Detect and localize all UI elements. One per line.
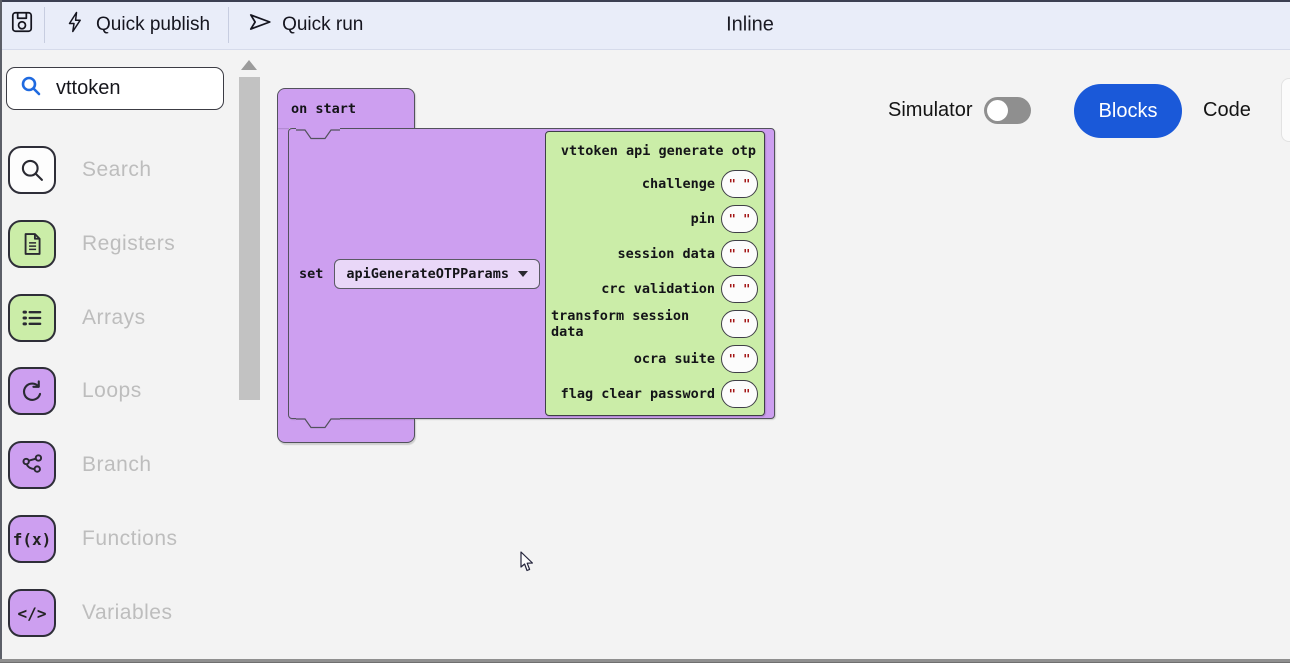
toolbox-search-box[interactable]: [6, 67, 224, 110]
rotate-icon: [8, 367, 56, 415]
blocks-tab-label: Blocks: [1098, 99, 1158, 122]
toolbar-divider: [44, 6, 45, 43]
sidebar-item-label: Arrays: [82, 306, 146, 329]
param-value-input[interactable]: " ": [721, 344, 758, 373]
param-label: crc validation: [601, 280, 715, 297]
param-value-input[interactable]: " ": [721, 204, 758, 233]
sidebar-item-search[interactable]: Search: [8, 146, 152, 194]
param-row: challenge " ": [551, 166, 759, 201]
on-start-block-spine[interactable]: [277, 128, 289, 418]
on-start-label: on start: [291, 100, 357, 117]
sidebar-item-label: Registers: [82, 232, 176, 255]
block-notch-bottom: [296, 417, 340, 429]
mouse-cursor: [520, 551, 536, 578]
param-label: session data: [617, 245, 715, 262]
page-title: Inline: [726, 13, 774, 35]
quick-run-label: Quick run: [282, 13, 364, 35]
edge-panel-handle[interactable]: [1281, 78, 1290, 142]
window-border-top: [0, 0, 1290, 2]
param-label: pin: [690, 210, 715, 227]
sidebar-item-label: Loops: [82, 379, 142, 402]
window-border-left: [0, 0, 2, 663]
list-icon: [8, 294, 56, 342]
search-category-icon: [8, 146, 56, 194]
param-row: pin " ": [551, 201, 759, 236]
lightning-icon: [63, 9, 87, 40]
sidebar-item-label: Variables: [82, 601, 173, 624]
param-value-input[interactable]: " ": [721, 309, 758, 338]
param-value-input[interactable]: " ": [721, 239, 758, 268]
param-row: transform session data " ": [551, 306, 759, 341]
api-block-title: vttoken api generate otp: [560, 143, 756, 159]
search-icon: [19, 74, 43, 103]
simulator-label: Simulator: [888, 99, 973, 121]
quick-publish-label: Quick publish: [96, 13, 211, 35]
set-label: set: [299, 265, 324, 282]
search-input[interactable]: [56, 77, 196, 100]
sidebar-item-label: Search: [82, 158, 152, 181]
sidebar-item-label: Functions: [82, 527, 178, 550]
run-icon: [247, 9, 273, 40]
param-label: ocra suite: [633, 350, 715, 367]
param-label: flag clear password: [560, 385, 715, 402]
sidebar-item-registers[interactable]: Registers: [8, 220, 175, 268]
param-row: session data " ": [551, 236, 759, 271]
param-value-input[interactable]: " ": [721, 274, 758, 303]
variable-dropdown-value: apiGenerateOTPParams: [346, 265, 509, 282]
sidebar-item-arrays[interactable]: Arrays: [8, 294, 146, 342]
sidebar-item-branch[interactable]: Branch: [8, 441, 152, 489]
blocks-tab-button[interactable]: Blocks: [1074, 84, 1182, 138]
param-row: ocra suite " ": [551, 341, 759, 376]
document-icon: [8, 220, 56, 268]
scrollbar-thumb[interactable]: [239, 77, 260, 400]
param-value-input[interactable]: " ": [721, 379, 758, 408]
code-icon: </>: [8, 589, 56, 637]
quick-publish-button[interactable]: Quick publish: [45, 0, 228, 49]
sidebar-item-label: Branch: [82, 453, 152, 476]
toggle-knob: [987, 100, 1008, 121]
code-tab-button[interactable]: Code: [1203, 99, 1251, 122]
param-value-input[interactable]: " ": [721, 169, 758, 198]
param-label: transform session data: [551, 307, 690, 340]
chevron-down-icon: [517, 270, 528, 277]
param-row: crc validation " ": [551, 271, 759, 306]
sidebar-item-variables[interactable]: </> Variables: [8, 589, 173, 637]
save-icon: [9, 9, 35, 40]
fx-icon: f(x): [8, 515, 56, 563]
scrollbar-up-arrow[interactable]: [241, 60, 257, 70]
save-button[interactable]: [0, 0, 44, 49]
toolbar-divider: [228, 6, 230, 43]
branch-icon: [8, 441, 56, 489]
param-label: challenge: [641, 175, 715, 192]
sidebar-item-loops[interactable]: Loops: [8, 367, 142, 415]
quick-run-button[interactable]: Quick run: [229, 0, 381, 49]
code-tab-label: Code: [1203, 99, 1251, 121]
on-start-block[interactable]: on start: [277, 88, 415, 128]
sidebar-item-functions[interactable]: f(x) Functions: [8, 515, 178, 563]
param-row: flag clear password " ": [551, 376, 759, 411]
block-notch-top: [296, 128, 340, 140]
variable-dropdown[interactable]: apiGenerateOTPParams: [334, 258, 540, 289]
window-border-bottom: [0, 659, 1290, 663]
toolbar: Quick publish Quick run Inline: [0, 0, 1290, 50]
api-generate-otp-block[interactable]: vttoken api generate otp challenge " " p…: [545, 131, 765, 416]
simulator-toggle[interactable]: [984, 97, 1031, 124]
